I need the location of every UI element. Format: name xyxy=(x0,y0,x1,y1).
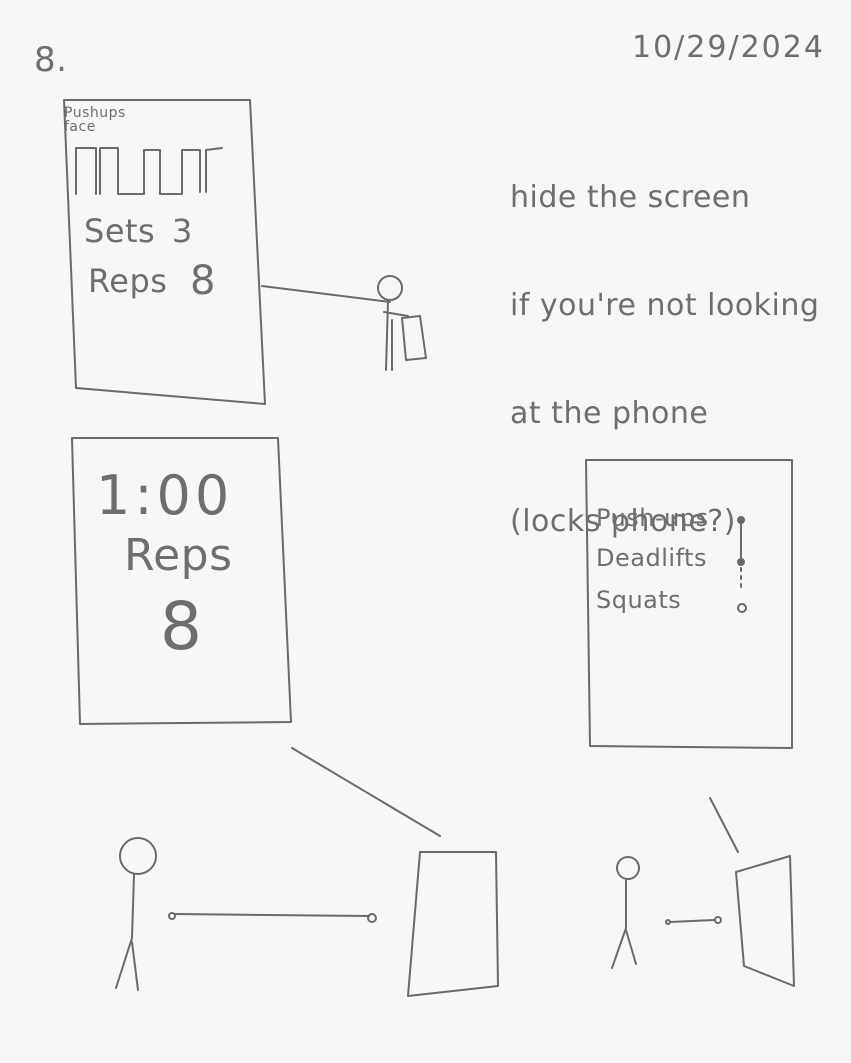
phone-screen-list xyxy=(585,459,793,749)
design-note: hide the screen if you're not looking at… xyxy=(510,108,819,576)
phone-screen-timer xyxy=(71,437,292,725)
distance-long-icon xyxy=(168,912,377,923)
sets-label: Sets xyxy=(84,212,156,250)
face-screen-title: Pushups face xyxy=(64,105,126,135)
progress-indicator-icon xyxy=(737,516,747,613)
person-near-icon xyxy=(611,856,640,969)
view-line xyxy=(261,285,391,303)
sets-value: 3 xyxy=(172,212,193,250)
note-line: hide the screen xyxy=(510,180,751,215)
exercise-item[interactable]: Squats xyxy=(596,586,682,614)
note-line: (locks phone?) xyxy=(510,504,736,539)
timer-display: 1:00 xyxy=(96,464,234,527)
reps-value: 8 xyxy=(190,258,216,304)
phone-side-large xyxy=(407,851,499,997)
page-number: 8. xyxy=(34,40,68,80)
timer-reps-label: Reps xyxy=(124,530,233,581)
distance-short-icon xyxy=(665,916,722,925)
connector-line-left xyxy=(291,747,441,837)
person-with-phone-icon xyxy=(377,275,427,371)
timer-reps-value: 8 xyxy=(160,588,203,665)
phone-side-small xyxy=(735,855,795,987)
exercise-item[interactable]: Push-ups xyxy=(596,504,709,532)
date-label: 10/29/2024 xyxy=(632,30,825,65)
note-line: at the phone xyxy=(510,396,709,431)
exercise-item[interactable]: Deadlifts xyxy=(596,544,707,572)
person-far-icon xyxy=(115,837,157,991)
rep-bars-icon xyxy=(75,147,223,195)
reps-label: Reps xyxy=(88,262,168,300)
note-line: if you're not looking xyxy=(510,288,820,323)
phone-screen-face xyxy=(63,99,266,405)
connector-line-right xyxy=(709,797,739,853)
